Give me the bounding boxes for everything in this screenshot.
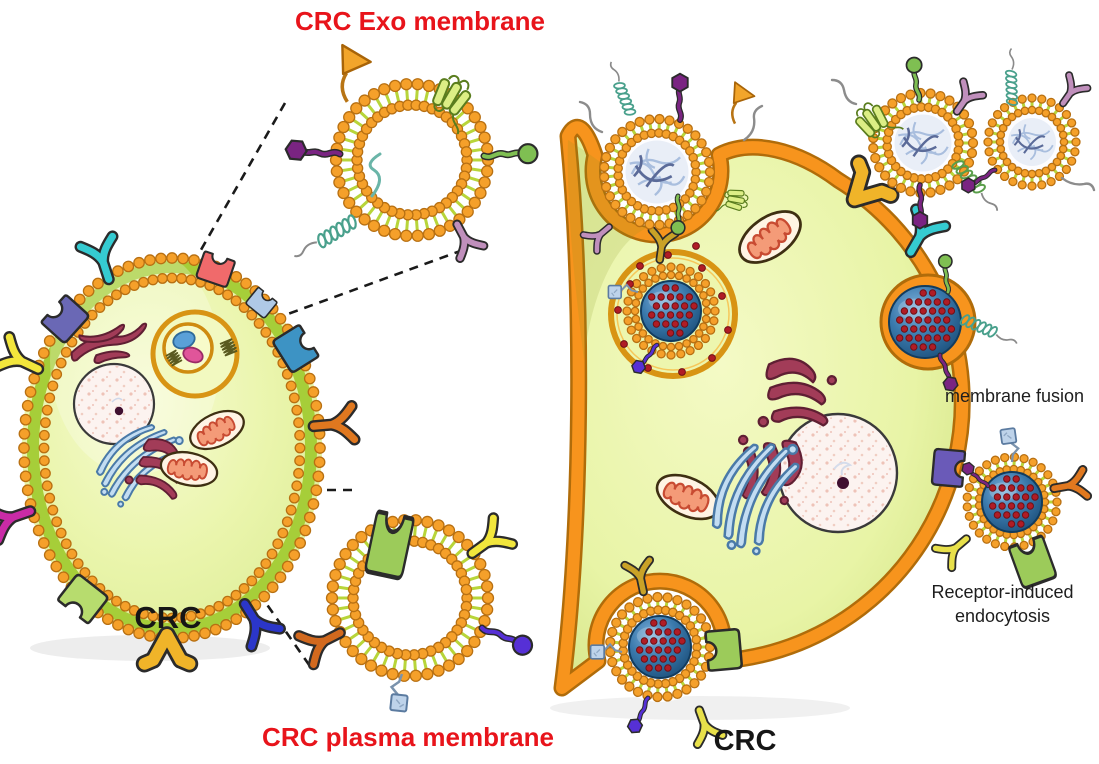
donor-nucleus — [72, 362, 156, 446]
endocytosis-exosome — [936, 426, 1088, 591]
orange-flag-protein — [335, 43, 374, 106]
gray-peptide-wisp — [578, 100, 604, 134]
gray-peptide-wisp-3 — [830, 78, 858, 106]
orange-flag-protein-2 — [726, 80, 758, 128]
top-docking-exosome — [578, 60, 764, 251]
purple-hexagon-ligand-2 — [672, 74, 687, 120]
donor-cell-label: CRC — [134, 600, 202, 635]
mvb-vesicle-membrane — [622, 262, 720, 360]
recipient-mvb — [607, 230, 738, 379]
donor-crc-cell — [0, 236, 355, 663]
plasma-membrane-detail — [299, 511, 535, 713]
nucleolus — [114, 406, 124, 416]
endocytosis-cargo-ball — [981, 471, 1043, 533]
free-exosome-2 — [959, 47, 1096, 194]
exo-membrane-detail — [285, 43, 538, 272]
bottom-docking-exosome — [589, 560, 744, 744]
receptor-endocytosis-label: Receptor-induced endocytosis — [931, 582, 1074, 627]
recipient-nucleus — [777, 412, 899, 534]
gray-peptide-wisp-4 — [1060, 176, 1096, 192]
donor-mvb — [150, 309, 240, 399]
inner-peptide-squiggle — [368, 152, 382, 198]
teal-coil-protein-2 — [597, 60, 642, 121]
recipient-membrane-orange — [556, 121, 969, 694]
membrane-fusion-label: membrane fusion — [945, 386, 1085, 406]
yellow-y-receptor-4 — [936, 529, 975, 567]
recipient-crc-cell — [553, 60, 971, 744]
rna-protein-cargo-2 — [893, 113, 953, 173]
gray-peptide-wisp-2 — [742, 104, 764, 142]
free-exosome-1 — [830, 57, 1009, 229]
exosome-cargo-ball — [640, 280, 702, 342]
exosome-cargo-ball-2 — [628, 615, 692, 679]
exo-membrane-title: CRC Exo membrane — [295, 6, 545, 36]
teal-coil-protein — [292, 207, 363, 272]
recipient-cell-label: CRC — [713, 725, 777, 757]
rna-protein-cargo-3 — [1006, 116, 1058, 168]
plasma-membrane-title: CRC plasma membrane — [262, 722, 554, 752]
docking-vesicle-bilayer — [599, 113, 716, 231]
donor-er — [70, 322, 148, 365]
nucleolus — [837, 477, 849, 489]
free-cargo-dots — [614, 242, 732, 376]
fusion-cargo-ball — [888, 285, 962, 359]
membrane-fusion-exosome — [879, 254, 1022, 393]
exo-lipid-bilayer — [329, 78, 495, 242]
